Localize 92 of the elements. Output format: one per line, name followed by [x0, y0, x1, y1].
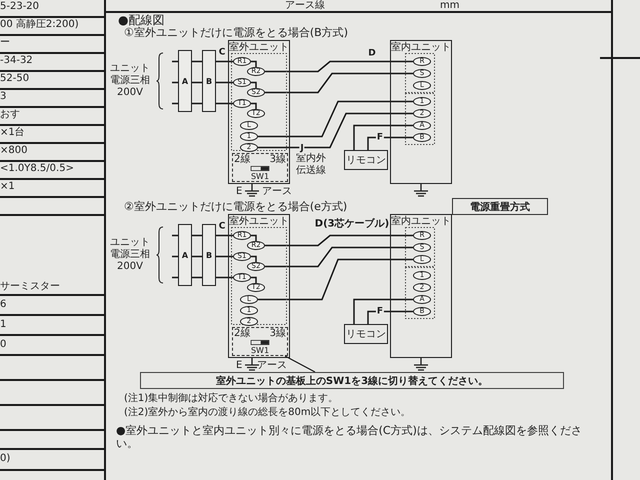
unit-box	[228, 214, 290, 358]
switch-label: 3線	[270, 328, 286, 339]
edge-label: D(3芯ケーブル)	[314, 218, 390, 230]
wire	[258, 112, 413, 148]
text-label: E	[236, 186, 242, 198]
breaker-box: A	[178, 224, 192, 286]
note-box: 室外ユニットの基板上のSW1を3線に切り替えてください。	[140, 372, 564, 389]
wire	[265, 72, 413, 94]
switch-box	[232, 153, 288, 182]
text-label: ②室外ユニットだけに電源をとる場合(e方式)	[124, 200, 348, 213]
text-label: E	[236, 360, 242, 372]
edge-label: J	[299, 143, 305, 154]
text-label: ×800	[0, 145, 28, 157]
wire	[216, 234, 233, 236]
wire	[192, 234, 202, 236]
text-label: 3	[0, 91, 6, 103]
wire	[172, 276, 178, 278]
text-label: アース	[257, 360, 287, 372]
diagram-title: ●配線図	[118, 13, 164, 27]
wire	[192, 256, 202, 258]
switch-label: 2線	[234, 154, 250, 165]
method-box: 電源重畳方式	[452, 198, 548, 215]
text-label: mm	[440, 0, 460, 12]
unit-label: 室内ユニット	[391, 42, 451, 53]
wire	[192, 102, 202, 104]
power-supply-label: ユニット電源三相200V	[109, 237, 151, 273]
text-label: 6	[0, 299, 6, 311]
wire	[172, 256, 178, 258]
wire	[251, 60, 257, 67]
wire	[353, 298, 413, 324]
breaker-box: B	[202, 50, 216, 112]
wire	[192, 60, 202, 62]
remote-control-box: リモコン	[344, 324, 388, 344]
wire	[367, 136, 413, 150]
leader-line	[284, 356, 316, 372]
switch-label: SW1	[250, 346, 270, 355]
text-label: ①室外ユニットだけに電源をとる場合(B方式)	[124, 26, 348, 39]
wire	[258, 100, 413, 138]
text-label: (注2)室外から室内の渡り線の総長を80m以下としてください。	[124, 407, 411, 419]
text-label: 52-50	[0, 73, 30, 85]
unit-label: 室外ユニット	[229, 42, 289, 53]
wire	[251, 256, 257, 262]
remote-control-box: リモコン	[344, 150, 388, 170]
wire	[251, 276, 257, 283]
text-label: アース線	[285, 0, 325, 12]
switch-label: SW1	[250, 172, 270, 181]
wire	[172, 234, 178, 236]
wire	[172, 82, 178, 84]
wire	[192, 82, 202, 84]
wire	[216, 60, 233, 62]
text-label: 0	[0, 339, 6, 351]
wire	[192, 276, 202, 278]
text-label: アース	[262, 186, 292, 198]
text-label: 5-23-20	[0, 1, 40, 13]
text-label: ー	[0, 37, 10, 49]
wire	[216, 256, 233, 258]
unit-box	[390, 40, 452, 184]
switch-box	[232, 327, 288, 356]
text-label: ×1台	[0, 127, 25, 139]
unit-box	[390, 214, 452, 358]
wire	[353, 124, 413, 150]
text-label: (注1)集中制御は対応できない場合があります。	[124, 393, 338, 405]
text-label: 1	[0, 319, 6, 331]
wire	[258, 258, 413, 300]
text-label: サーミスター	[0, 281, 60, 293]
wire	[251, 102, 257, 109]
text-label: <1.0Y8.5/0.5>	[0, 163, 74, 175]
switch-label: 2線	[234, 328, 250, 339]
text-label: -34-32	[0, 55, 33, 67]
wire	[251, 82, 257, 88]
wire	[265, 246, 413, 268]
wire	[216, 102, 233, 104]
text-label: ●室外ユニットと室内ユニット別々に電源をとる場合(C方式)は、システム配線図を参照ください。	[116, 424, 583, 450]
breaker-box: B	[202, 224, 216, 286]
wire	[265, 234, 413, 246]
text-label: 0)	[0, 453, 10, 465]
wire	[172, 102, 178, 104]
power-supply-label: ユニット電源三相200V	[109, 63, 151, 99]
unit-label: 室内ユニット	[391, 216, 451, 227]
switch-label: 3線	[270, 154, 286, 165]
breaker-box: A	[178, 50, 192, 112]
text-label: おす	[0, 109, 20, 121]
text-label: ×1	[0, 181, 15, 193]
wire	[251, 234, 257, 241]
unit-label: 室外ユニット	[229, 216, 289, 227]
wire	[367, 310, 413, 324]
wire	[216, 276, 233, 278]
wire	[265, 60, 413, 72]
unit-box	[228, 40, 290, 184]
text-label: 00 高静圧2:200)	[0, 19, 79, 31]
wire	[172, 60, 178, 62]
wire	[216, 82, 233, 84]
